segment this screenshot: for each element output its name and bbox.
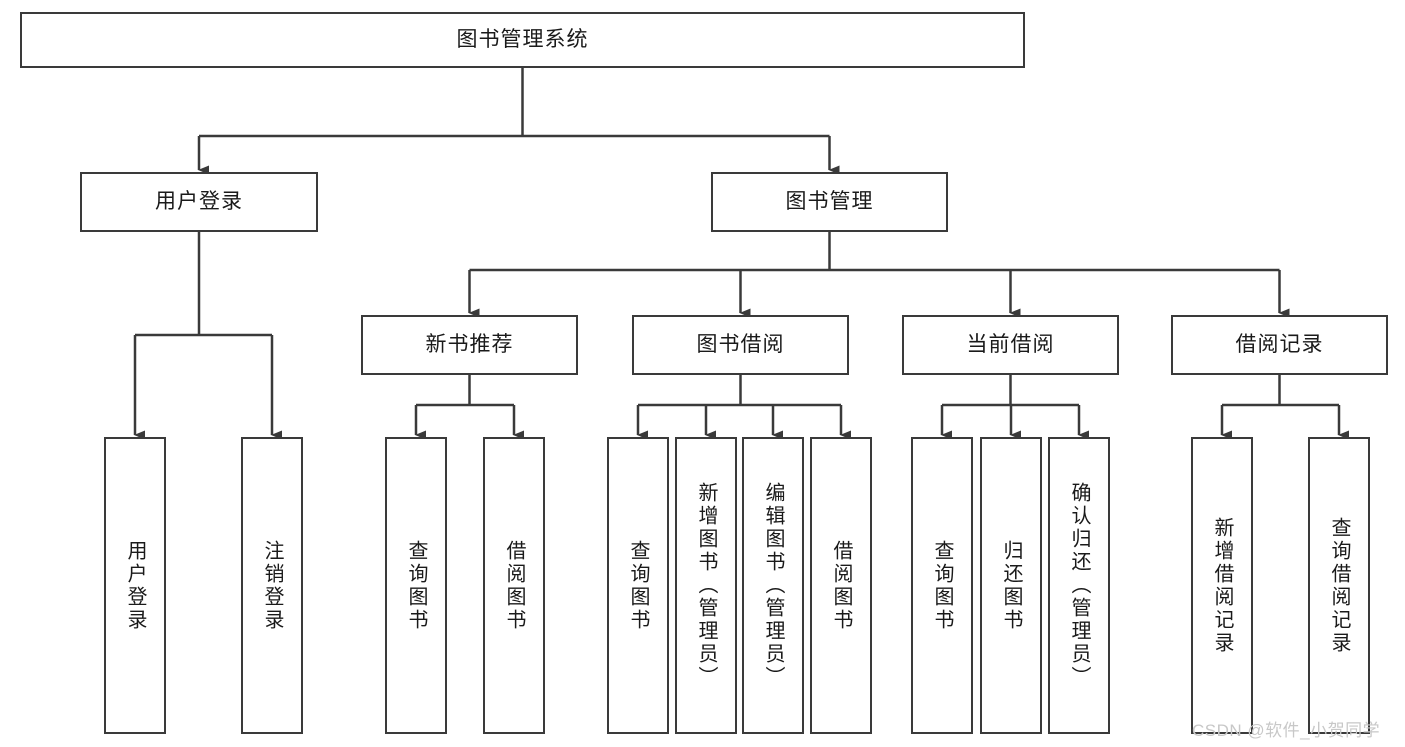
node-label: 借阅图书 (503, 539, 525, 632)
node-label: 借阅图书 (830, 539, 852, 632)
node-bookmgmt[interactable]: 图书管理 (711, 172, 948, 232)
node-label: 查询图书 (627, 539, 649, 632)
node-label: 当前借阅 (966, 332, 1055, 356)
node-leaf-5[interactable]: 查询图书 (607, 437, 669, 734)
node-label: 新增借阅记录 (1211, 516, 1233, 655)
edge-paths (133, 68, 1349, 440)
node-label: 图书借阅 (696, 332, 785, 356)
node-leaf-8[interactable]: 借阅图书 (810, 437, 872, 734)
node-leaf-2[interactable]: 注销登录 (241, 437, 303, 734)
node-label: 查询图书 (931, 539, 953, 632)
node-label: 图书管理系统 (456, 27, 589, 51)
node-label: 用户登录 (155, 189, 243, 213)
node-label: 新增图书（管理员） (695, 482, 717, 689)
node-newbook[interactable]: 新书推荐 (361, 315, 578, 375)
node-label: 借阅记录 (1235, 332, 1324, 356)
node-leaf-6[interactable]: 新增图书（管理员） (675, 437, 737, 734)
node-login[interactable]: 用户登录 (80, 172, 318, 232)
node-label: 新书推荐 (425, 332, 514, 356)
node-leaf-10[interactable]: 归还图书 (980, 437, 1042, 734)
node-leaf-3[interactable]: 查询图书 (385, 437, 447, 734)
node-label: 确认归还（管理员） (1068, 482, 1090, 689)
node-leaf-11[interactable]: 确认归还（管理员） (1048, 437, 1110, 734)
node-leaf-12[interactable]: 新增借阅记录 (1191, 437, 1253, 734)
node-label: 用户登录 (124, 539, 146, 632)
node-borrow[interactable]: 图书借阅 (632, 315, 849, 375)
node-root[interactable]: 图书管理系统 (20, 12, 1025, 68)
node-current[interactable]: 当前借阅 (902, 315, 1119, 375)
node-label: 编辑图书（管理员） (762, 482, 784, 689)
node-label: 查询借阅记录 (1328, 516, 1350, 655)
node-label: 图书管理 (785, 189, 874, 213)
node-leaf-13[interactable]: 查询借阅记录 (1308, 437, 1370, 734)
node-leaf-7[interactable]: 编辑图书（管理员） (742, 437, 804, 734)
node-leaf-4[interactable]: 借阅图书 (483, 437, 545, 734)
node-leaf-1[interactable]: 用户登录 (104, 437, 166, 734)
node-label: 查询图书 (405, 539, 427, 632)
node-records[interactable]: 借阅记录 (1171, 315, 1388, 375)
node-leaf-9[interactable]: 查询图书 (911, 437, 973, 734)
node-label: 注销登录 (261, 539, 283, 632)
node-label: 归还图书 (1000, 539, 1022, 632)
